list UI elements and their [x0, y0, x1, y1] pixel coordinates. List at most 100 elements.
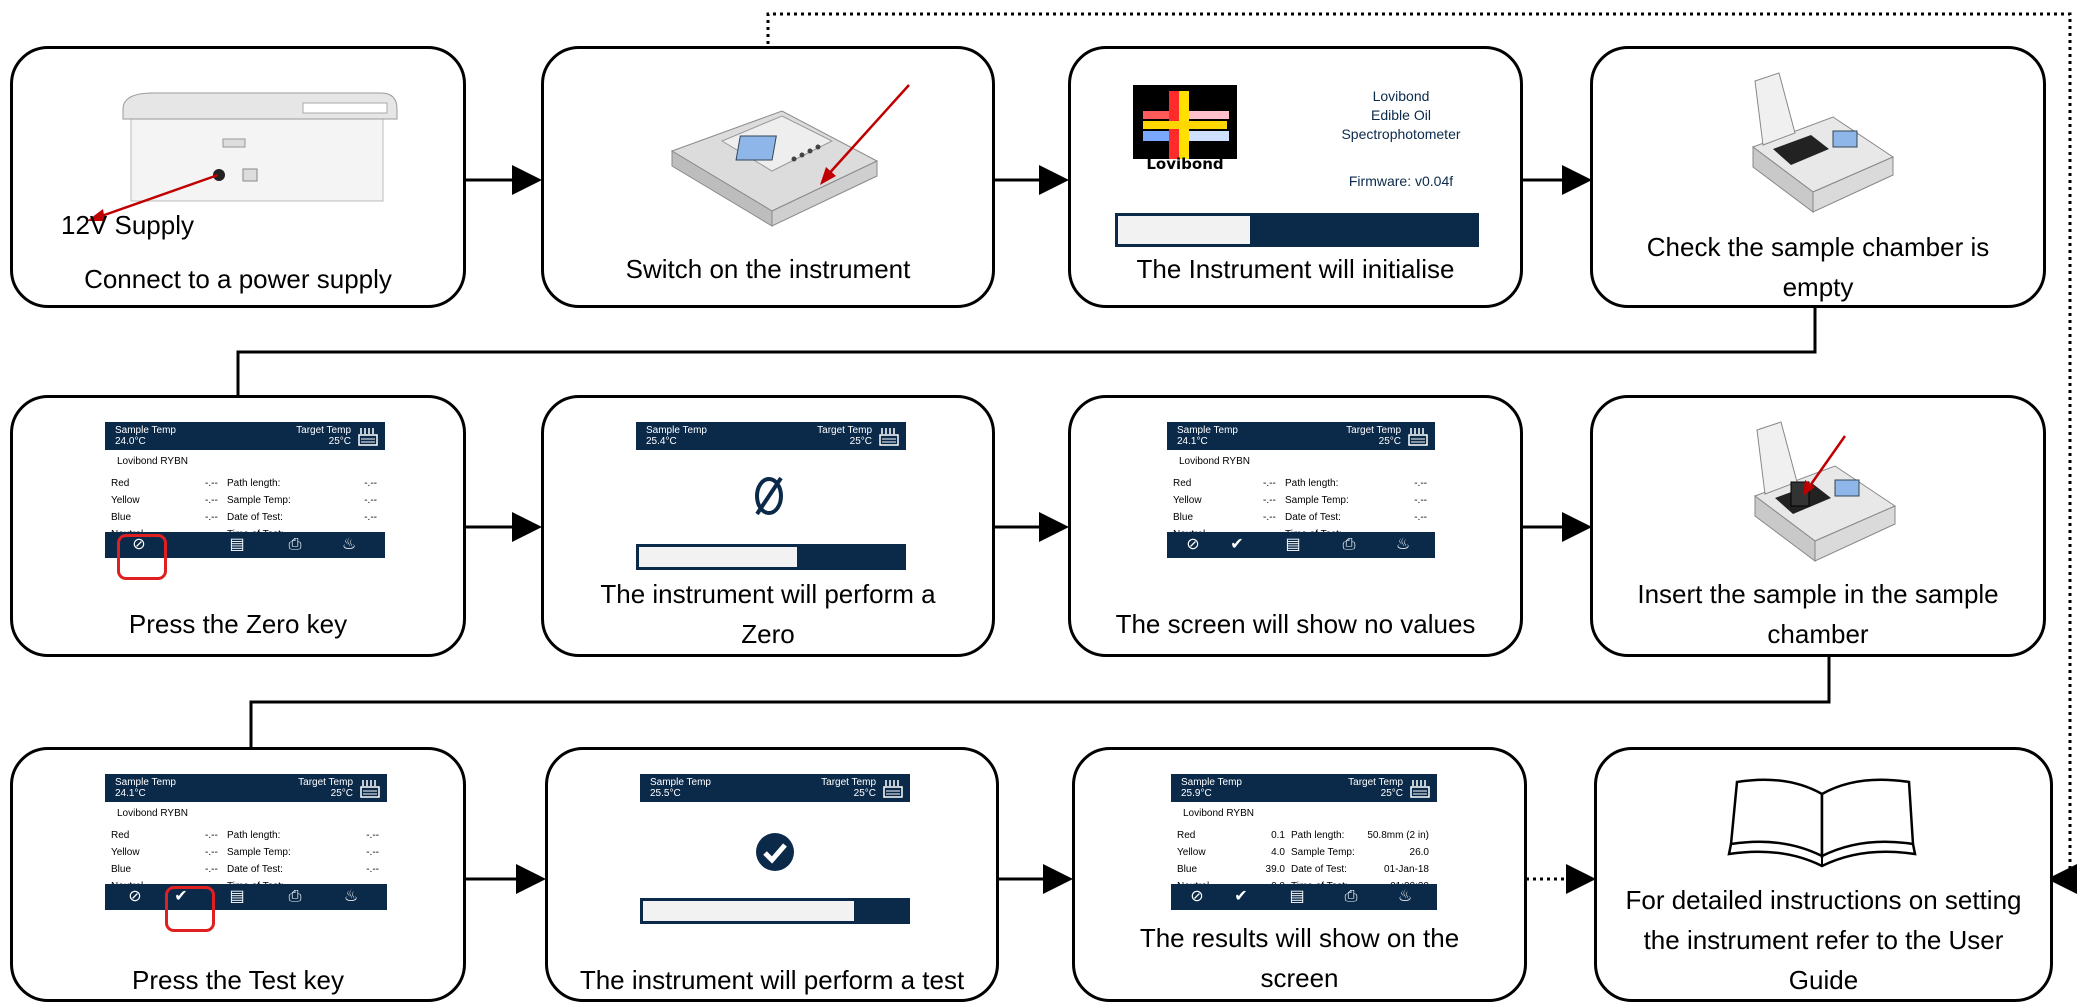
list-key-icon[interactable]: ▤ — [1285, 536, 1301, 553]
sample-temp-value: 24.1°C — [115, 788, 146, 799]
list-key-icon[interactable]: ▤ — [1289, 888, 1305, 905]
zero-key-icon[interactable]: ⊘ — [1190, 888, 1204, 905]
instrument-rear-illustration — [122, 92, 398, 202]
open-chamber-illustration — [1751, 72, 1895, 213]
product-name: Lovibond Edible Oil Spectrophotometer — [1301, 87, 1501, 144]
product-line-2: Edible Oil — [1371, 107, 1431, 123]
target-temp-value: 25°C — [330, 788, 353, 799]
sample-temp-value: 25.4°C — [646, 436, 677, 447]
print-key-icon[interactable]: ⎙ — [288, 536, 302, 553]
softkey-bar: ⊘ ✔ ▤ ⎙ ♨ — [1171, 884, 1437, 910]
step-switch-on: Switch on the instrument — [541, 46, 995, 308]
heater-icon — [1410, 780, 1430, 798]
zero-symbol-icon — [755, 476, 783, 516]
pointer-arrow-icon — [820, 84, 910, 185]
sample-temp-label: Sample Temp — [646, 425, 707, 436]
product-line-1: Lovibond — [1372, 88, 1430, 104]
heater-icon — [1408, 428, 1428, 446]
step-caption: The screen will show no values — [1115, 609, 1476, 639]
scale-name: Lovibond RYBN — [1179, 456, 1250, 467]
zero-key-icon[interactable]: ⊘ — [132, 536, 146, 553]
step-caption: Press the Zero key — [128, 609, 348, 639]
print-key-icon[interactable]: ⎙ — [1344, 888, 1358, 905]
zero-key-icon[interactable]: ⊘ — [1186, 536, 1200, 553]
test-key-icon[interactable]: ✔ — [1234, 888, 1248, 905]
result-row: Blue-.--Date of Test:-.-- — [111, 512, 377, 523]
result-row: Yellow-.--Sample Temp:-.-- — [1173, 495, 1427, 506]
open-book-icon — [1727, 778, 1917, 868]
step-initialise: Lovibond Lovibond Edible Oil Spectrophot… — [1068, 46, 1523, 308]
step-caption: The instrument will perform a test — [579, 965, 965, 995]
target-temp-label: Target Temp — [298, 777, 353, 788]
softkey-bar: ⊘ ✔ ▤ ⎙ ♨ — [105, 884, 387, 910]
product-line-3: Spectrophotometer — [1341, 126, 1461, 142]
scale-name: Lovibond RYBN — [1183, 808, 1254, 819]
target-temp-value: 25°C — [328, 436, 351, 447]
list-key-icon[interactable]: ▤ — [229, 888, 245, 905]
target-temp-label: Target Temp — [817, 425, 872, 436]
target-temp-label: Target Temp — [821, 777, 876, 788]
dotted-feedback-line — [766, 12, 2072, 879]
heater-key-icon[interactable]: ♨ — [343, 888, 359, 905]
list-key-icon[interactable]: ▤ — [229, 536, 245, 553]
zero-key-icon[interactable]: ⊘ — [128, 888, 142, 905]
heater-icon — [879, 428, 899, 446]
target-temp-value: 25°C — [849, 436, 872, 447]
step-caption: Insert the sample in the sample chamber — [1637, 579, 1999, 649]
heater-key-icon[interactable]: ♨ — [1397, 888, 1413, 905]
heater-key-icon[interactable]: ♨ — [1395, 536, 1411, 553]
step-caption: The instrument will perform a Zero — [600, 579, 936, 649]
scale-name: Lovibond RYBN — [117, 808, 188, 819]
step-user-guide: For detailed instructions on setting the… — [1594, 747, 2053, 1002]
step-caption: For detailed instructions on setting the… — [1625, 885, 2022, 995]
firmware-version: Firmware: v0.04f — [1348, 173, 1454, 189]
init-progress-bar — [1115, 213, 1479, 247]
init-progress-fill — [1118, 216, 1250, 244]
target-temp-label: Target Temp — [1346, 425, 1401, 436]
step-caption: The Instrument will initialise — [1136, 254, 1455, 284]
step-connect-power: 12V Supply Connect to a power supply — [10, 46, 466, 308]
step-caption: Switch on the instrument — [625, 254, 911, 284]
scale-name: Lovibond RYBN — [117, 456, 188, 467]
heater-key-icon[interactable]: ♨ — [341, 536, 357, 553]
wrap-row1-row2 — [236, 308, 1817, 395]
result-row: Blue-.--Date of Test:-.-- — [1173, 512, 1427, 523]
sample-temp-value: 25.5°C — [650, 788, 681, 799]
sample-temp-value: 24.0°C — [115, 436, 146, 447]
test-key-icon[interactable]: ✔ — [1230, 536, 1244, 553]
target-temp-value: 25°C — [1380, 788, 1403, 799]
result-row: Red-.--Path length:-.-- — [111, 478, 377, 489]
sample-temp-label: Sample Temp — [1181, 777, 1242, 788]
test-key-highlight — [165, 886, 215, 932]
result-row: Blue-.--Date of Test:-.-- — [111, 864, 379, 875]
lovibond-logo — [1133, 85, 1237, 177]
result-row: Yellow-.--Sample Temp:-.-- — [111, 495, 377, 506]
power-supply-label: 12V Supply — [61, 210, 194, 240]
sample-temp-value: 24.1°C — [1177, 436, 1208, 447]
test-progress-bar — [640, 898, 910, 924]
sample-temp-value: 25.9°C — [1181, 788, 1212, 799]
target-temp-label: Target Temp — [296, 425, 351, 436]
print-key-icon[interactable]: ⎙ — [1342, 536, 1356, 553]
result-row: Red-.--Path length:-.-- — [1173, 478, 1427, 489]
print-key-icon[interactable]: ⎙ — [288, 888, 302, 905]
softkey-bar: ⊘ ✔ ▤ ⎙ ♨ — [1167, 532, 1435, 558]
test-key-icon[interactable]: ✔ — [174, 888, 188, 905]
heater-icon — [883, 780, 903, 798]
